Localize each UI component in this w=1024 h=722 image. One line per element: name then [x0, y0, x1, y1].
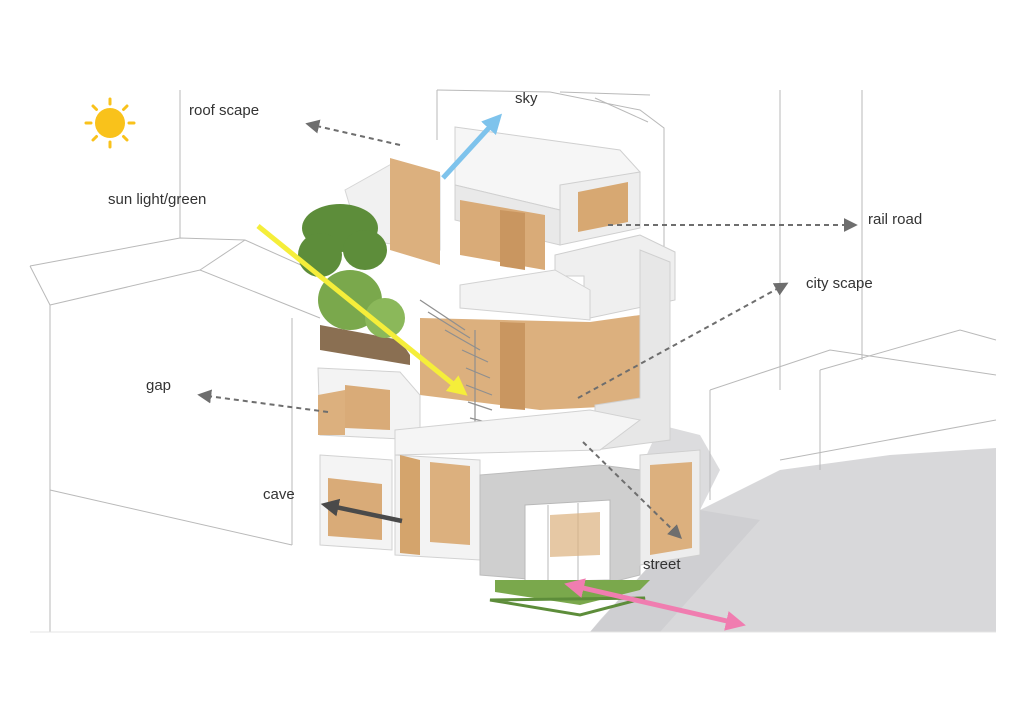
label-gap: gap	[146, 378, 171, 393]
label-city-scape: city scape	[806, 276, 873, 291]
label-cave: cave	[263, 487, 295, 502]
roof-scape-arrow	[308, 124, 400, 145]
label-street: street	[643, 557, 681, 572]
label-roof-scape: roof scape	[189, 103, 259, 118]
label-sky: sky	[515, 91, 538, 106]
sun-icon	[86, 99, 134, 147]
gap-arrow	[200, 395, 328, 412]
label-sun-light-green: sun light/green	[108, 192, 206, 207]
house-model	[298, 127, 700, 615]
label-rail-road: rail road	[868, 212, 922, 227]
